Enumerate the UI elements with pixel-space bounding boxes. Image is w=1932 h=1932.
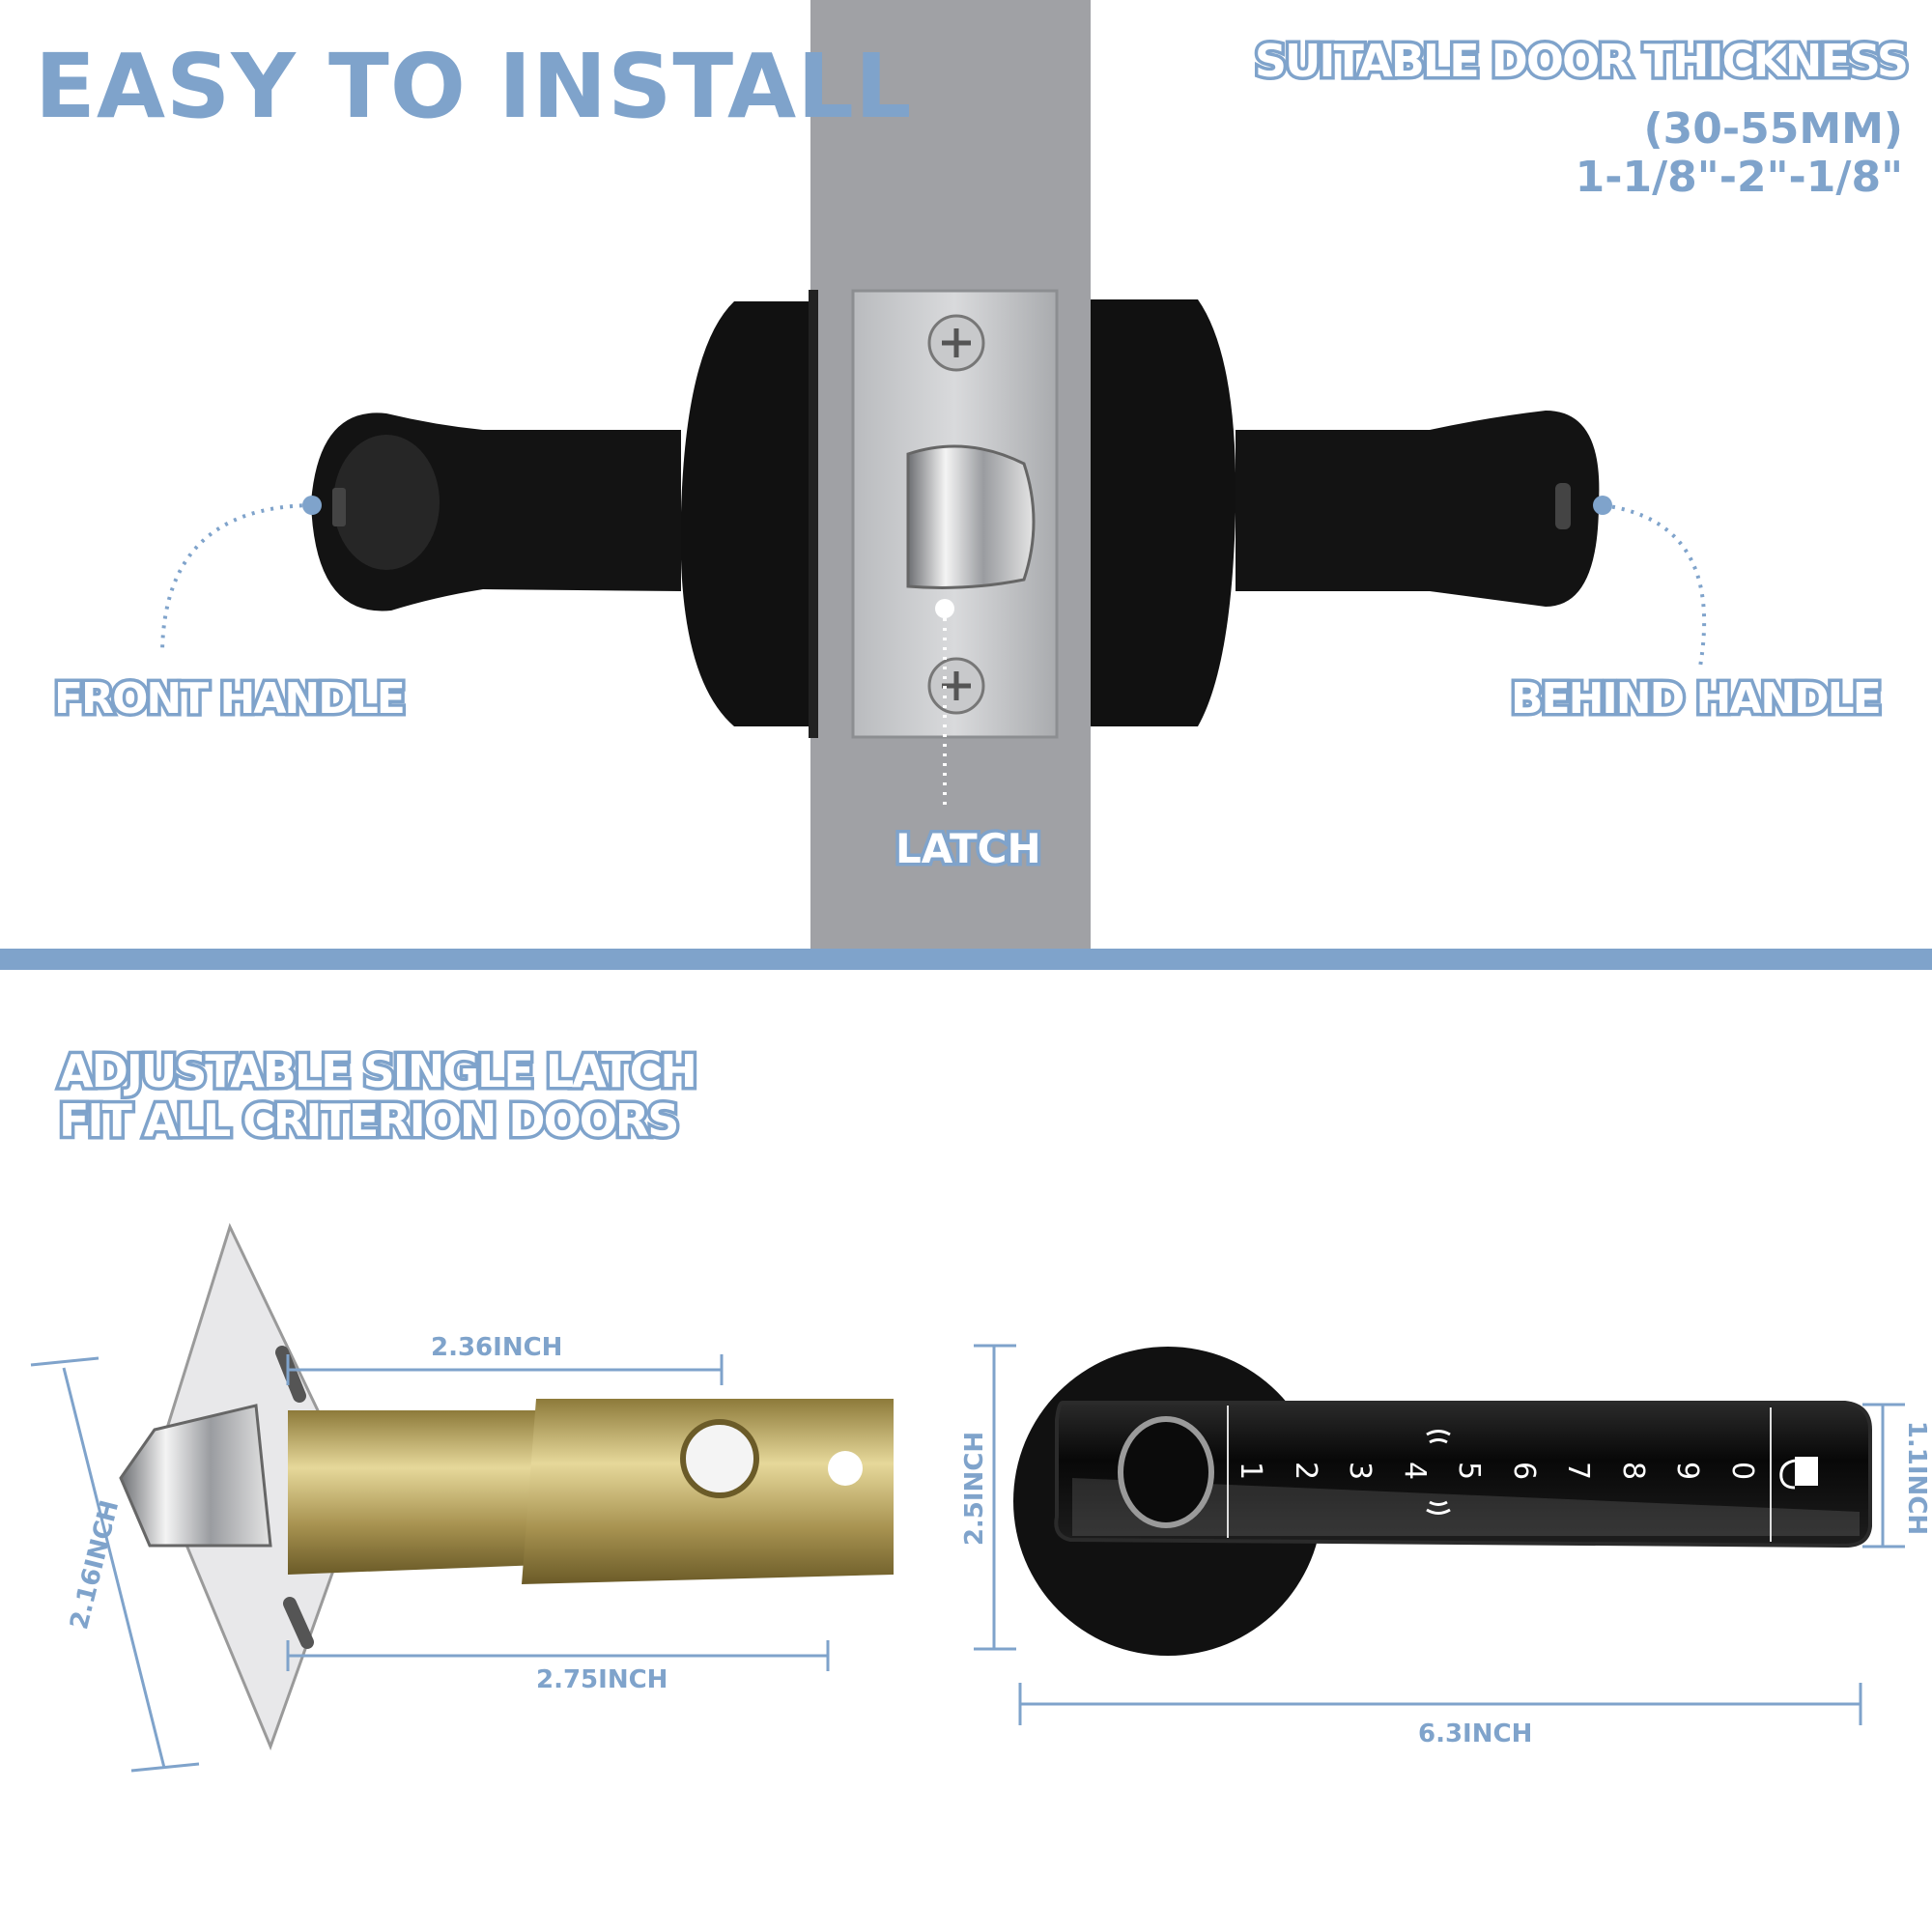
section-divider (0, 949, 1932, 970)
lock-icon (1795, 1457, 1818, 1486)
behind-rose (1091, 299, 1236, 726)
door-thickness-inch: 1-1/8"-2"-1/8" (1575, 153, 1903, 202)
tubular-latch (119, 1222, 894, 1751)
keypad-digit: 0 (1724, 1461, 1759, 1481)
page-title: EASY TO INSTALL (35, 35, 913, 138)
keypad-digit: 9 (1670, 1461, 1705, 1481)
handle-height-dimension: 1.1INCH (1902, 1420, 1932, 1536)
keypad-digit: 2 (1288, 1461, 1322, 1481)
usb-port-icon (332, 488, 346, 526)
rose-height-dimension: 2.5INCH (960, 1431, 990, 1547)
keypad-digit: 1 (1234, 1461, 1268, 1481)
keypad-digit: 7 (1561, 1461, 1596, 1481)
keypad-digit: 5 (1452, 1461, 1487, 1481)
keypad-digit: 3 (1343, 1461, 1378, 1481)
door-thickness-title: SUITABLE DOOR THICKNESS (1251, 32, 1912, 91)
latch-dimension-lines (30, 1354, 830, 1773)
front-handle-label: FRONT HANDLE (51, 671, 410, 727)
latch-label: LATCH (893, 822, 1045, 876)
lever-dimension-lines (974, 1344, 1905, 1725)
latch-feature-line1: ADJUSTABLE SINGLE LATCH (56, 1042, 701, 1101)
keypad-digit: 4 (1397, 1461, 1432, 1481)
keypad-digit: 6 (1506, 1461, 1541, 1481)
latch-width-bottom-dimension: 2.75INCH (536, 1665, 668, 1694)
fingerprint-sensor-icon (1118, 1416, 1214, 1528)
behind-handle-callout (1602, 503, 1707, 668)
lever-lock (1013, 1347, 1872, 1656)
behind-handle-label: BEHIND HANDLE (1508, 671, 1886, 727)
latch-width-top-dimension: 2.36INCH (431, 1333, 563, 1362)
nfc-icon (1426, 1430, 1451, 1515)
latch-faceplate (851, 289, 1059, 739)
front-handle (311, 412, 681, 611)
front-rose (680, 290, 818, 738)
keypad-digit: 8 (1615, 1461, 1650, 1481)
latch-feature-line2: FIT ALL CRITERION DOORS (55, 1092, 682, 1151)
behind-handle (1236, 411, 1600, 607)
front-handle-callout (160, 503, 313, 653)
door-thickness-mm: (30-55MM) (1643, 104, 1903, 154)
lever-length-dimension: 6.3INCH (1418, 1719, 1533, 1748)
